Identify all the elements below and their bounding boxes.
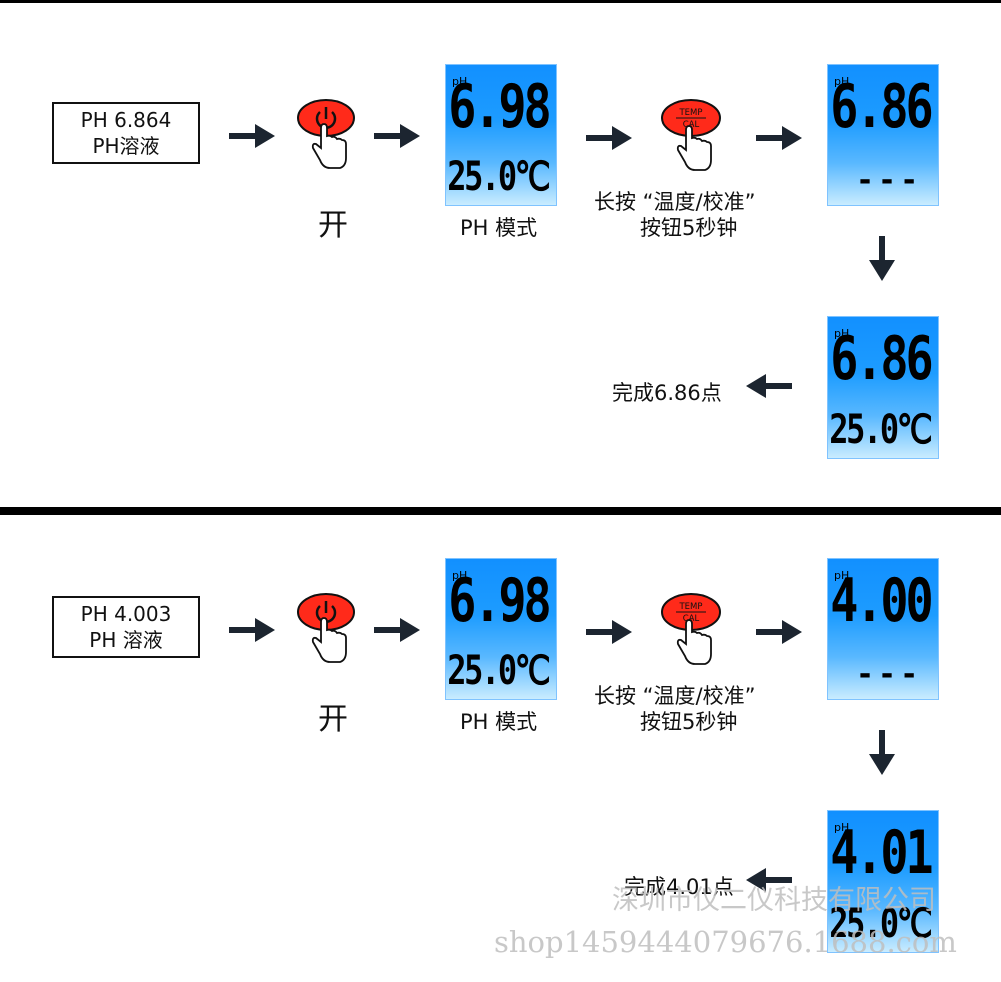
right-arrow-icon [756, 620, 802, 644]
solution-label-box: PH 4.003 PH 溶液 [52, 596, 200, 658]
solution-label-line2: PH 溶液 [89, 628, 163, 652]
lcd-temperature-reading: 25.0℃ [829, 407, 932, 453]
power-caption: 开 [318, 208, 348, 243]
power-button-icon [297, 99, 355, 169]
solution-label-line1: PH 4.003 [80, 602, 172, 626]
right-arrow-icon [586, 620, 632, 644]
ph-tag: pH [452, 569, 468, 582]
solution-label-line2: PH溶液 [92, 134, 160, 158]
ph-tag: pH [834, 821, 850, 834]
lcd-display-ph-mode: pH 6.98 25.0℃ [445, 558, 557, 700]
lcd-display-calibrating: pH 6.86 --- [827, 64, 939, 206]
right-arrow-icon [756, 126, 802, 150]
ph-tag: pH [834, 327, 850, 340]
lcd-main-reading: 6.98 [447, 72, 551, 142]
mode-caption: PH 模式 [460, 216, 538, 240]
lcd-main-reading: 6.86 [829, 72, 933, 142]
lcd-display-done: pH 6.86 25.0℃ [827, 316, 939, 459]
ph-tag: pH [452, 75, 468, 88]
lcd-temperature-reading: 25.0℃ [447, 154, 550, 200]
down-arrow-icon [869, 236, 895, 281]
mode-caption: PH 模式 [460, 710, 538, 734]
temp-cal-button-icon: TEMP CAL [661, 99, 721, 171]
lcd-main-reading: 4.00 [829, 566, 933, 636]
calibration-section-1: PH 6.864 PH溶液 开 pH 6.98 25.0℃ PH 模式 TEMP… [0, 0, 1001, 480]
left-arrow-icon [746, 868, 792, 892]
section-divider [0, 507, 1001, 515]
right-arrow-icon [586, 126, 632, 150]
cal-button-top-text: TEMP [678, 602, 702, 612]
temp-cal-button-icon: TEMP CAL [661, 593, 721, 665]
press-caption-line2: 按钮5秒钟 [640, 710, 738, 734]
cal-button-bottom-text: CAL [683, 120, 700, 130]
right-arrow-icon [229, 124, 275, 148]
right-arrow-icon [229, 618, 275, 642]
watermark-company: 深圳市仪二仪科技有限公司 [612, 885, 936, 916]
cal-button-top-text: TEMP [678, 108, 702, 118]
lcd-temperature-reading: 25.0℃ [829, 901, 932, 947]
cal-button-bottom-text: CAL [683, 614, 700, 624]
lcd-main-reading: 6.86 [829, 324, 933, 394]
lcd-display-done: pH 4.01 25.0℃ [827, 810, 939, 953]
lcd-dashes: --- [856, 657, 923, 692]
ph-tag: pH [834, 569, 850, 582]
right-arrow-icon [374, 124, 420, 148]
lcd-display-ph-mode: pH 6.98 25.0℃ [445, 64, 557, 206]
done-caption: 完成6.86点 [612, 381, 722, 405]
lcd-main-reading: 4.01 [829, 818, 933, 888]
solution-label-line1: PH 6.864 [80, 108, 172, 132]
press-caption-line1: 长按 “温度/校准” [594, 190, 756, 214]
calibration-section-2: PH 4.003 PH 溶液 开 pH 6.98 25.0℃ PH 模式 TEM… [0, 494, 1001, 974]
lcd-main-reading: 6.98 [447, 566, 551, 636]
left-arrow-icon [746, 374, 792, 398]
power-caption: 开 [318, 702, 348, 737]
top-rule [0, 0, 1001, 3]
power-button-icon [297, 593, 355, 663]
down-arrow-icon [869, 730, 895, 775]
lcd-display-calibrating: pH 4.00 --- [827, 558, 939, 700]
watermark-shop: shop1459444079676.1688.com [494, 925, 957, 959]
lcd-temperature-reading: 25.0℃ [447, 648, 550, 694]
solution-label-box: PH 6.864 PH溶液 [52, 102, 200, 164]
done-caption: 完成4.01点 [624, 875, 734, 899]
press-caption-line1: 长按 “温度/校准” [594, 684, 756, 708]
ph-tag: pH [834, 75, 850, 88]
lcd-dashes: --- [856, 163, 923, 198]
right-arrow-icon [374, 618, 420, 642]
press-caption-line2: 按钮5秒钟 [640, 216, 738, 240]
